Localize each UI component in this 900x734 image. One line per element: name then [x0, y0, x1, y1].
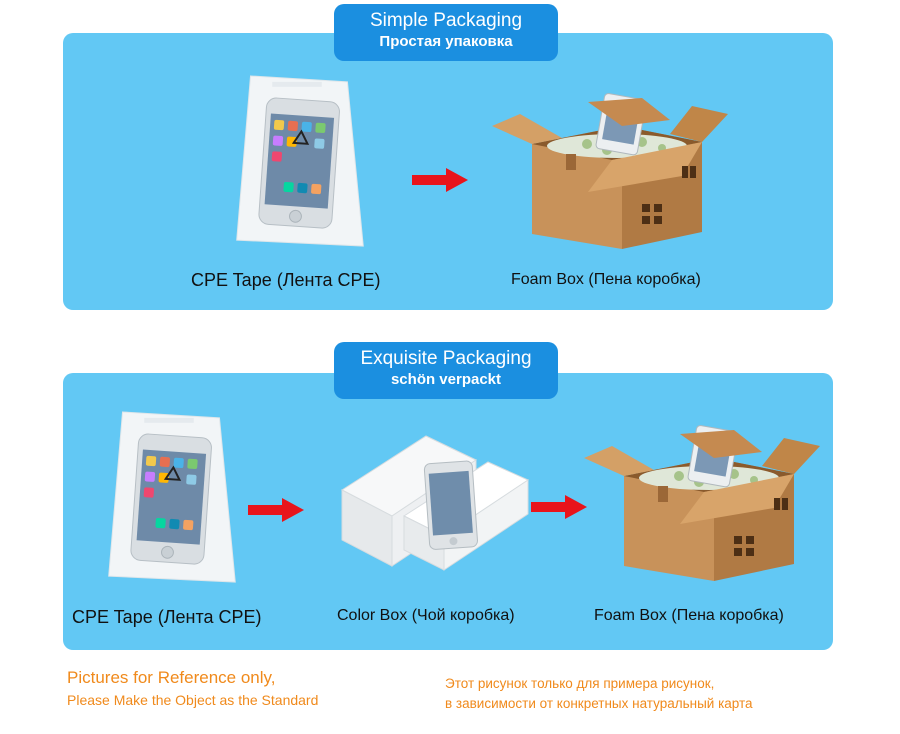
simple-packaging-title: Simple Packaging: [369, 10, 523, 31]
reference-note-english: Pictures for Reference only, Please Make…: [67, 667, 318, 711]
exquisite-packaging-subtitle: schön verpackt: [390, 371, 502, 388]
foam-box-caption: Foam Box (Пена коробка): [511, 271, 701, 288]
reference-note-line-1: Pictures for Reference only,: [67, 668, 276, 687]
red-arrow-icon: [248, 498, 304, 522]
color-box-caption: Color Box (Чой коробка): [337, 607, 515, 624]
reference-note-russian: Этот рисунок только для примера рисунок,…: [445, 674, 753, 714]
reference-note-line-2: Please Make the Object as the Standard: [67, 692, 319, 708]
simple-packaging-subtitle: Простая упаковка: [379, 33, 513, 50]
color-box-image: [336, 430, 536, 580]
red-arrow-icon: [412, 168, 468, 192]
exquisite-packaging-title-badge: Exquisite Packaging schön verpackt: [334, 342, 558, 399]
cpe-tape-caption: CPE Tape (Лента CPE): [191, 270, 381, 290]
foam-box-caption: Foam Box (Пена коробка): [594, 607, 784, 624]
foam-box-image: [584, 416, 824, 586]
foam-box-image: [492, 84, 732, 254]
exquisite-packaging-title: Exquisite Packaging: [360, 348, 532, 369]
red-arrow-icon: [531, 495, 587, 519]
simple-packaging-title-badge: Simple Packaging Простая упаковка: [334, 4, 558, 61]
reference-note-ru-line-2: в зависимости от конкретных натуральный …: [445, 696, 753, 711]
cpe-tape-phone-image: [100, 408, 240, 586]
cpe-tape-caption: CPE Tape (Лента CPE): [72, 607, 262, 627]
cpe-tape-phone-image: [228, 72, 368, 250]
reference-note-ru-line-1: Этот рисунок только для примера рисунок,: [445, 676, 715, 691]
